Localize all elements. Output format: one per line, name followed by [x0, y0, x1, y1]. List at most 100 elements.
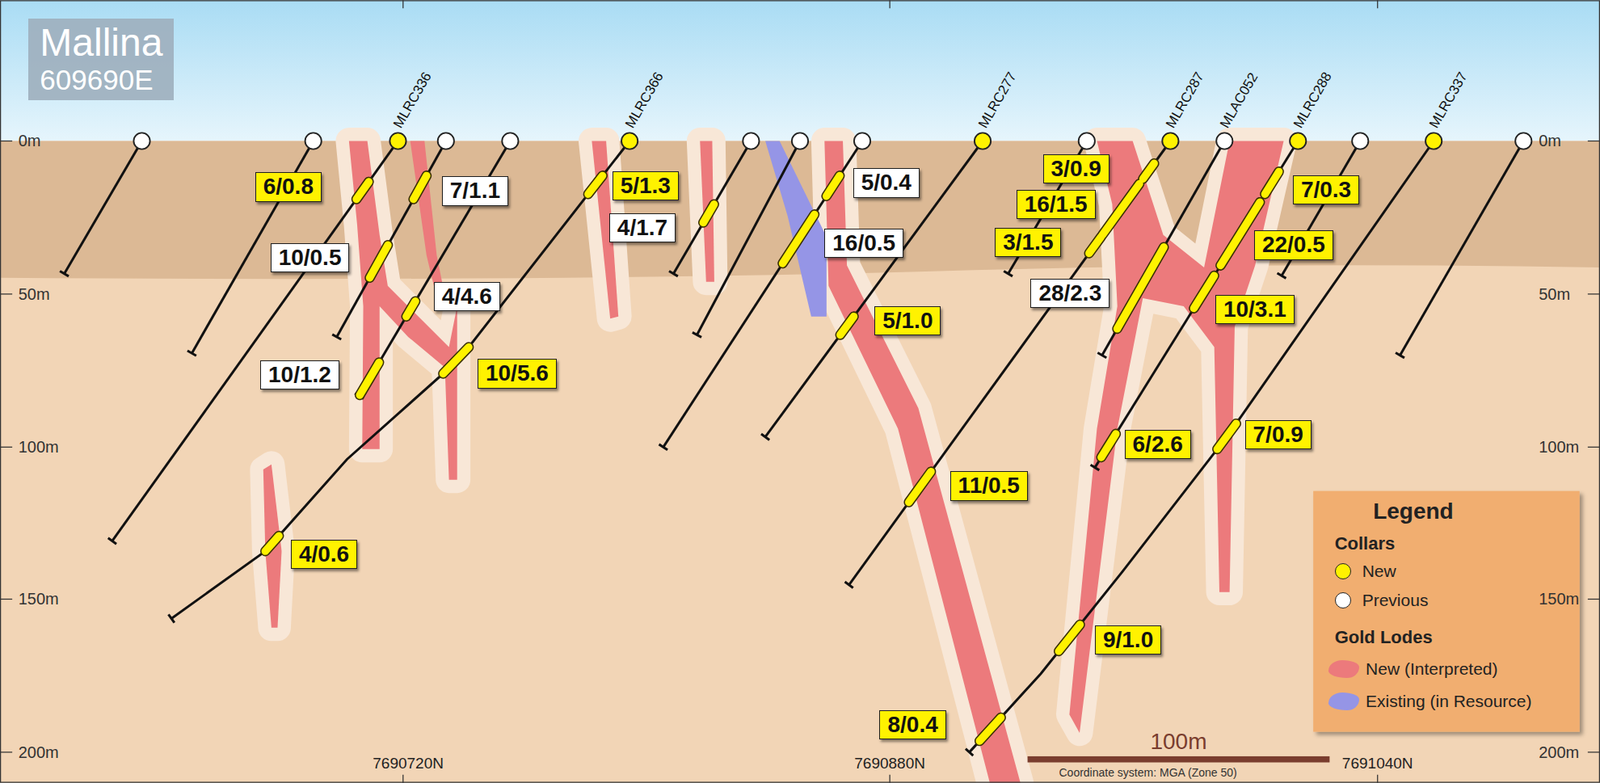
intercept-label: 22/0.5 — [1254, 230, 1334, 260]
intercept-outline — [1058, 624, 1080, 652]
drill-holes — [59, 132, 1532, 756]
intercept-mark — [1193, 275, 1214, 308]
hole-end — [844, 581, 853, 588]
legend-title: Legend — [1372, 498, 1454, 525]
depth-label: 150m — [18, 589, 59, 609]
intercept-mark — [840, 316, 855, 336]
intercept-value: 7/0.9 — [1253, 421, 1304, 448]
collar — [742, 132, 759, 149]
intercept-value: 3/1.5 — [1002, 229, 1053, 256]
drill-trace — [1400, 140, 1525, 355]
intercept-mark — [826, 175, 840, 196]
intercept-value: 9/1.0 — [1103, 627, 1154, 653]
intercept-mark — [356, 181, 369, 199]
intercept-value: 7/1.1 — [450, 177, 501, 204]
northing-label: 7691040N — [1342, 754, 1414, 773]
intercept-label: 4/4.6 — [433, 282, 501, 312]
lode-swatch — [1328, 692, 1360, 711]
hole-end — [1003, 270, 1013, 276]
intercept-label: 6/0.8 — [255, 172, 322, 202]
intercept-mark — [909, 471, 931, 503]
intercept-label: 28/2.3 — [1030, 278, 1110, 308]
collar — [1351, 132, 1369, 149]
intercept-mark — [1264, 171, 1279, 194]
drill-trace — [64, 140, 143, 274]
hole-end — [658, 444, 668, 451]
title-box: Mallina609690E — [28, 18, 174, 101]
northing-label: 7690720N — [372, 754, 444, 773]
depth-label: 50m — [1538, 284, 1571, 304]
intercept-mark — [1101, 433, 1116, 458]
hole-end — [168, 614, 174, 623]
intercept-label: 11/0.5 — [950, 471, 1028, 501]
hole-end — [669, 270, 678, 276]
collar — [791, 132, 809, 149]
collar — [974, 132, 991, 149]
intercept-value: 4/1.7 — [617, 214, 668, 241]
intercept-outline — [413, 175, 427, 199]
intercept-outline — [826, 175, 840, 196]
hole-end — [332, 334, 342, 340]
intercept-outline — [370, 244, 389, 278]
scale-label: 100m — [1149, 728, 1207, 755]
intercept-mark — [359, 362, 379, 396]
hole-end — [965, 749, 973, 756]
intercept-value: 10/0.5 — [278, 244, 342, 271]
legend-text: New (Interpreted) — [1365, 659, 1498, 679]
drill-trace — [663, 140, 863, 447]
intercept-label: 8/0.4 — [879, 710, 946, 740]
intercept-label: 10/3.1 — [1215, 294, 1295, 325]
title-text: Mallina — [39, 21, 163, 65]
depth-label: 0m — [18, 131, 42, 151]
hole-end — [692, 332, 702, 337]
drill-trace — [1102, 140, 1226, 355]
intercept-label: 6/2.6 — [1124, 429, 1192, 459]
intercept-outline — [1193, 275, 1214, 308]
intercept-value: 10/1.2 — [268, 362, 332, 388]
hole-end — [187, 350, 197, 356]
drill-trace — [336, 140, 447, 337]
intercept-mark — [703, 204, 714, 224]
intercept-mark — [1117, 247, 1165, 329]
collar — [1078, 132, 1095, 149]
intercept-mark — [265, 535, 279, 552]
title-text: 609690E — [39, 64, 163, 97]
drill-trace — [696, 140, 800, 335]
intercept-label: 7/0.9 — [1245, 420, 1312, 450]
legend-text: Previous — [1362, 590, 1429, 611]
intercept-mark — [979, 717, 1001, 742]
intercept-value: 3/0.9 — [1051, 155, 1102, 182]
collar — [1425, 132, 1442, 149]
fresh-rock — [0, 140, 1600, 783]
intercept-outline — [1101, 433, 1116, 458]
intercept-value: 5/0.4 — [861, 169, 912, 196]
intercept-value: 16/0.5 — [832, 230, 896, 257]
intercept-label: 7/0.3 — [1292, 175, 1360, 205]
legend-text: Existing (in Resource) — [1365, 691, 1532, 712]
intercept-value: 7/0.3 — [1301, 176, 1352, 203]
intercept-mark — [1089, 236, 1102, 253]
depth-label: 150m — [1538, 589, 1579, 609]
intercept-value: 5/1.3 — [620, 172, 671, 199]
intercept-label: 10/5.6 — [477, 358, 557, 388]
intercept-value: 28/2.3 — [1038, 280, 1102, 307]
intercept-outline — [359, 362, 379, 396]
legend-heading: Collars — [1334, 533, 1396, 554]
lode-swatch — [1328, 660, 1360, 678]
drill-trace — [765, 140, 983, 437]
collar-swatch — [1334, 592, 1352, 609]
intercept-outline — [1264, 171, 1279, 194]
intercept-mark — [1058, 624, 1080, 652]
collar — [389, 132, 406, 149]
depth-label: 100m — [1538, 437, 1579, 457]
intercept-mark — [442, 347, 469, 375]
intercept-value: 5/1.0 — [882, 307, 933, 334]
intercept-outline — [356, 181, 369, 199]
legend-text: New — [1362, 561, 1397, 582]
drill-trace — [849, 140, 1171, 585]
intercept-outline — [840, 316, 855, 336]
collar — [1216, 132, 1233, 149]
hole-end — [59, 270, 69, 276]
